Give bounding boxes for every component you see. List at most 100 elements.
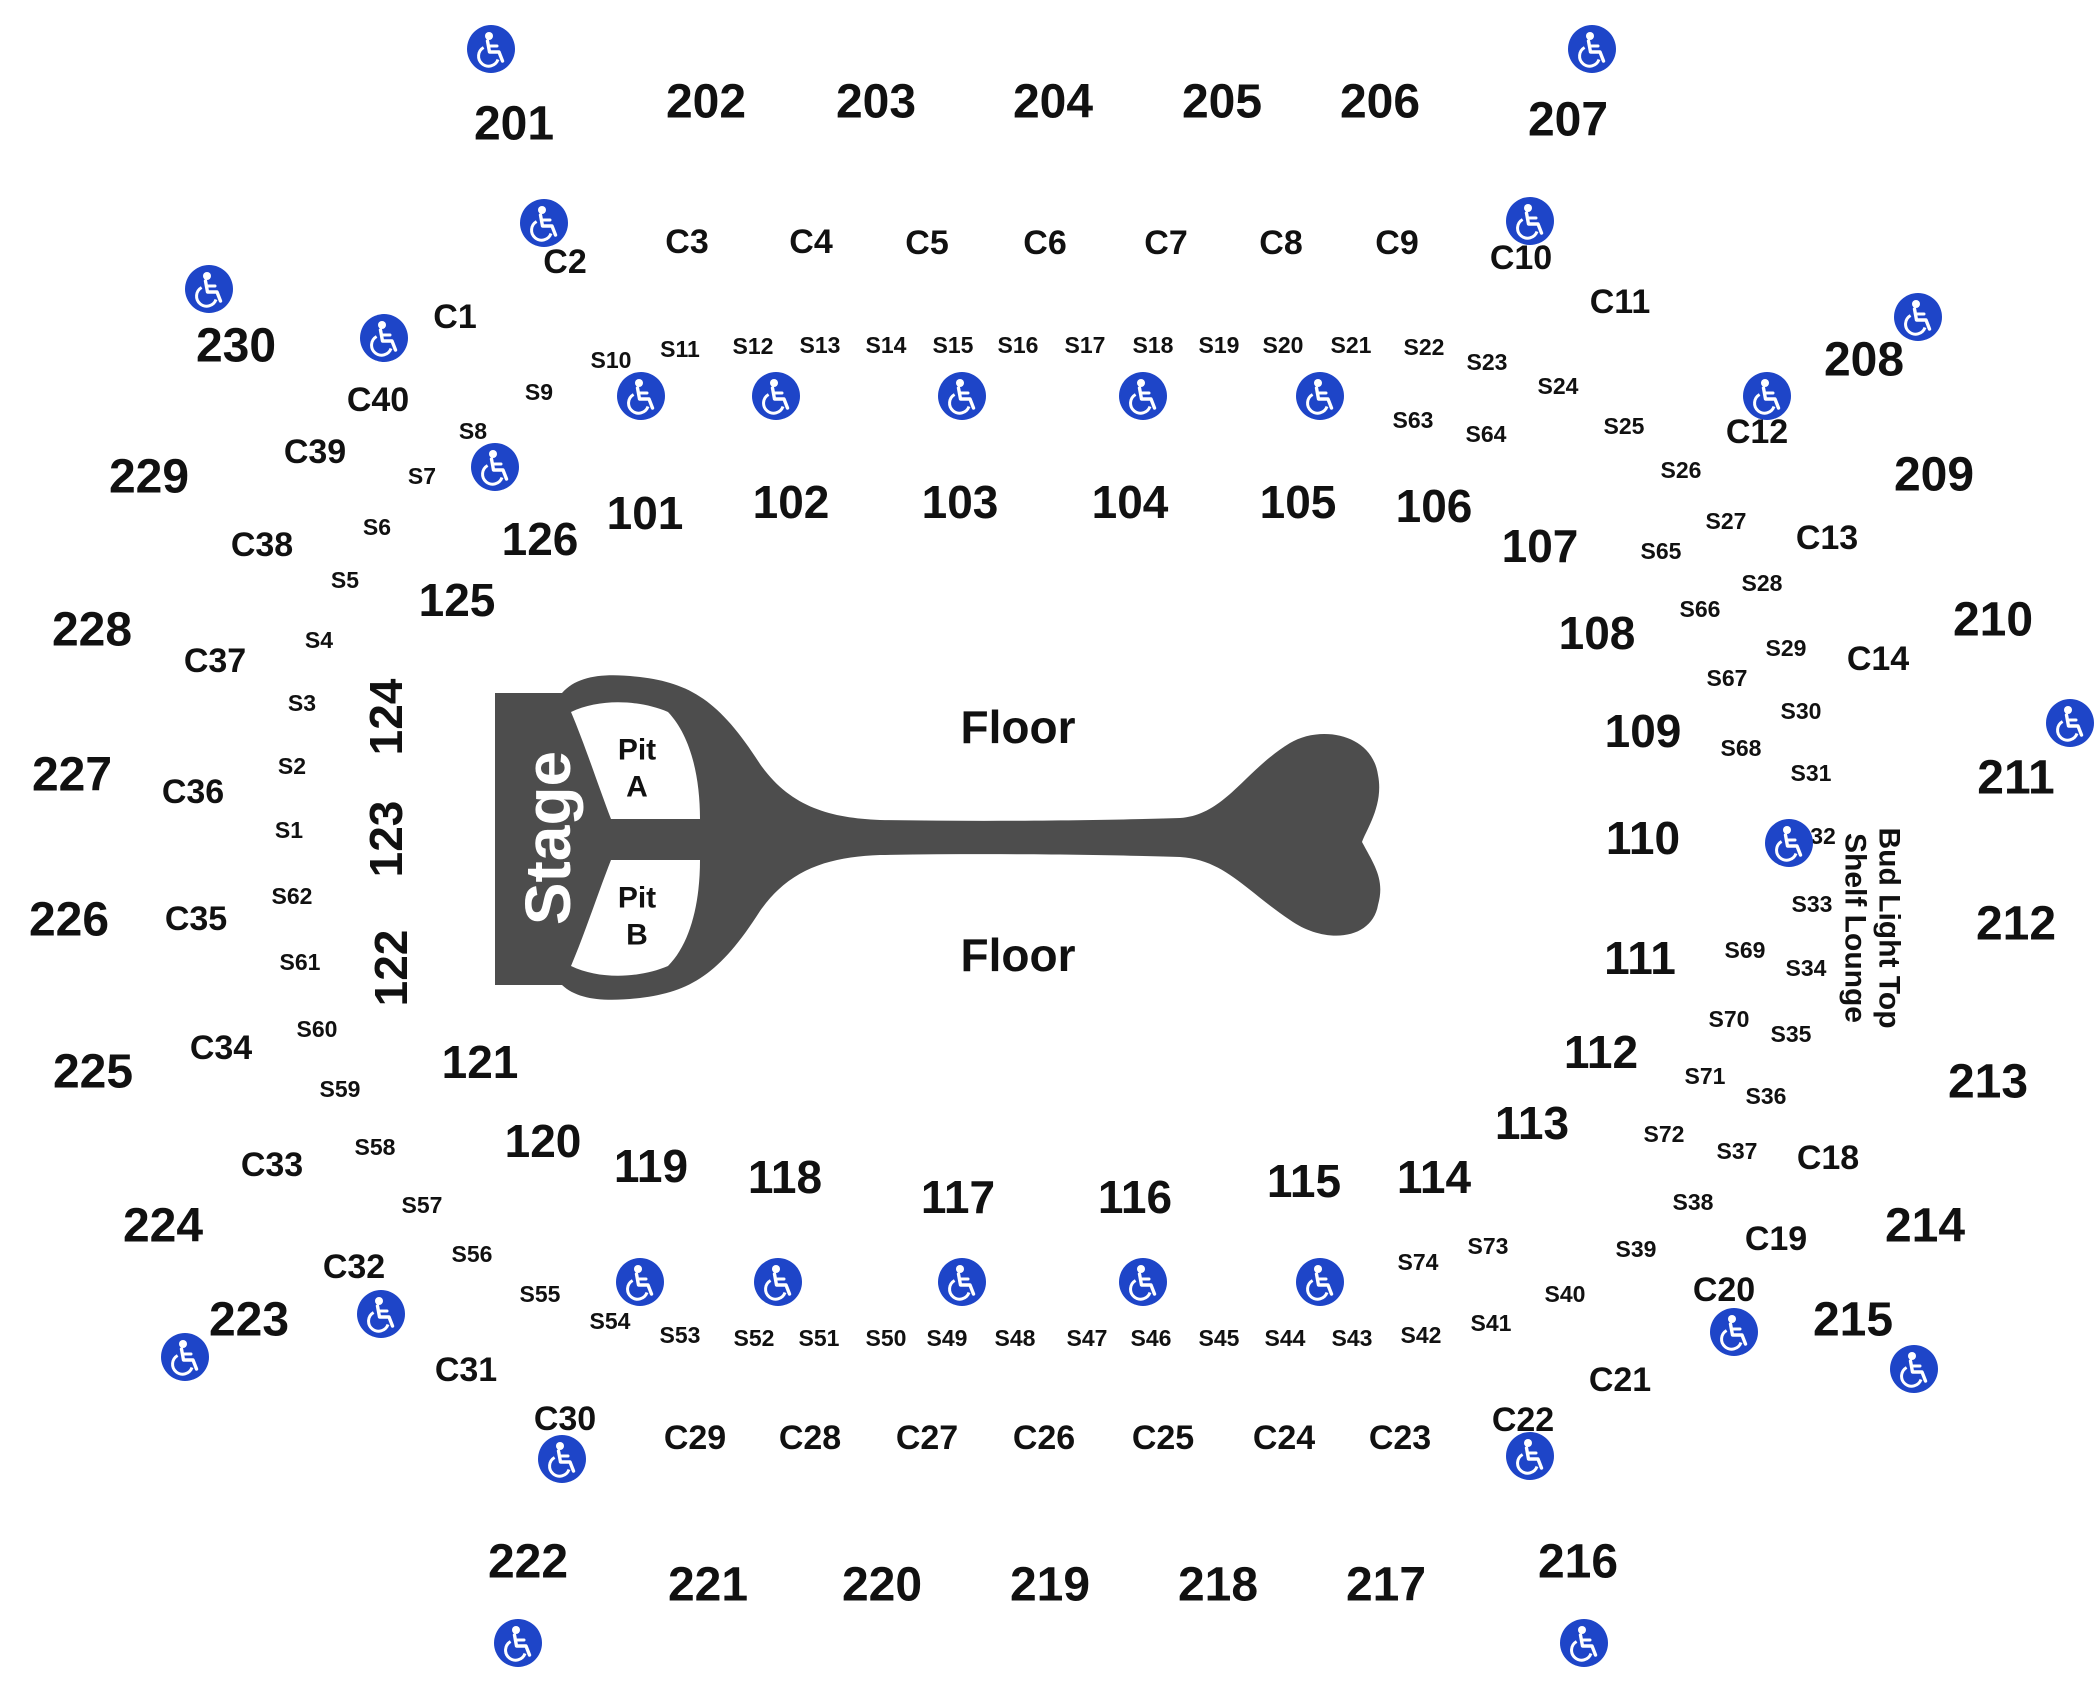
- section-119[interactable]: 119: [614, 1140, 688, 1192]
- section-125[interactable]: 125: [419, 574, 496, 626]
- suite-s70[interactable]: S70: [1709, 1006, 1750, 1032]
- pit-a[interactable]: [571, 702, 700, 819]
- suite-s33[interactable]: S33: [1792, 891, 1833, 917]
- suite-s8[interactable]: S8: [459, 418, 487, 444]
- suite-s47[interactable]: S47: [1067, 1325, 1108, 1351]
- floor-south-label[interactable]: Floor: [961, 929, 1076, 981]
- suite-s50[interactable]: S50: [866, 1325, 907, 1351]
- club-c7[interactable]: C7: [1144, 224, 1187, 262]
- section-106[interactable]: 106: [1396, 480, 1473, 532]
- club-c8[interactable]: C8: [1259, 224, 1302, 262]
- suite-s55[interactable]: S55: [520, 1281, 561, 1307]
- club-c26[interactable]: C26: [1013, 1419, 1075, 1457]
- section-111[interactable]: 111: [1604, 932, 1676, 984]
- club-c4[interactable]: C4: [789, 223, 833, 261]
- section-121[interactable]: 121: [442, 1036, 519, 1088]
- club-c27[interactable]: C27: [896, 1419, 958, 1457]
- suite-s21[interactable]: S21: [1331, 332, 1372, 358]
- section-207[interactable]: 207: [1528, 94, 1608, 147]
- club-c39[interactable]: C39: [284, 433, 346, 471]
- suite-s3[interactable]: S3: [288, 690, 316, 716]
- section-213[interactable]: 213: [1948, 1056, 2028, 1109]
- section-116[interactable]: 116: [1098, 1171, 1172, 1223]
- suite-s52[interactable]: S52: [734, 1325, 775, 1351]
- section-105[interactable]: 105: [1260, 476, 1337, 528]
- section-225[interactable]: 225: [53, 1046, 133, 1099]
- section-212[interactable]: 212: [1976, 898, 2056, 951]
- suite-s65[interactable]: S65: [1641, 538, 1682, 564]
- suite-s36[interactable]: S36: [1746, 1083, 1787, 1109]
- club-c23[interactable]: C23: [1369, 1419, 1431, 1457]
- club-c5[interactable]: C5: [905, 224, 948, 262]
- suite-s69[interactable]: S69: [1725, 937, 1766, 963]
- suite-s49[interactable]: S49: [927, 1325, 968, 1351]
- suite-s48[interactable]: S48: [995, 1325, 1036, 1351]
- section-202[interactable]: 202: [666, 76, 746, 129]
- section-206[interactable]: 206: [1340, 76, 1420, 129]
- suite-s12[interactable]: S12: [733, 333, 774, 359]
- club-c20[interactable]: C20: [1693, 1271, 1755, 1309]
- suite-s14[interactable]: S14: [866, 332, 907, 358]
- suite-s11[interactable]: S11: [660, 336, 700, 362]
- section-117[interactable]: 117: [921, 1171, 995, 1223]
- suite-s53[interactable]: S53: [660, 1322, 701, 1348]
- section-223[interactable]: 223: [209, 1294, 289, 1347]
- section-122[interactable]: 122: [365, 930, 417, 1007]
- suite-s31[interactable]: S31: [1791, 760, 1832, 786]
- section-216[interactable]: 216: [1538, 1536, 1618, 1589]
- section-104[interactable]: 104: [1092, 476, 1169, 528]
- suite-s73[interactable]: S73: [1468, 1233, 1509, 1259]
- suite-s7[interactable]: S7: [408, 463, 436, 489]
- section-218[interactable]: 218: [1178, 1559, 1258, 1612]
- suite-s62[interactable]: S62: [272, 883, 313, 909]
- section-211[interactable]: 211: [1977, 752, 2054, 805]
- suite-s39[interactable]: S39: [1616, 1236, 1657, 1262]
- section-214[interactable]: 214: [1885, 1200, 1965, 1253]
- section-118[interactable]: 118: [748, 1151, 822, 1203]
- suite-s2[interactable]: S2: [278, 753, 306, 779]
- section-201[interactable]: 201: [474, 98, 554, 151]
- suite-s29[interactable]: S29: [1766, 635, 1807, 661]
- suite-s46[interactable]: S46: [1131, 1325, 1172, 1351]
- suite-s60[interactable]: S60: [297, 1016, 338, 1042]
- suite-s9[interactable]: S9: [525, 379, 553, 405]
- suite-s64[interactable]: S64: [1466, 421, 1507, 447]
- suite-s37[interactable]: S37: [1717, 1138, 1758, 1164]
- suite-s56[interactable]: S56: [452, 1241, 493, 1267]
- suite-s5[interactable]: S5: [331, 567, 359, 593]
- section-126[interactable]: 126: [502, 513, 579, 565]
- club-c35[interactable]: C35: [165, 900, 227, 938]
- club-c31[interactable]: C31: [435, 1351, 497, 1389]
- suite-s27[interactable]: S27: [1706, 508, 1747, 534]
- club-c10[interactable]: C10: [1490, 239, 1552, 277]
- club-c1[interactable]: C1: [433, 298, 476, 336]
- club-c12[interactable]: C12: [1726, 413, 1788, 451]
- section-208[interactable]: 208: [1824, 334, 1904, 387]
- suite-s66[interactable]: S66: [1680, 596, 1721, 622]
- suite-s16[interactable]: S16: [998, 332, 1039, 358]
- suite-s74[interactable]: S74: [1398, 1249, 1439, 1275]
- section-203[interactable]: 203: [836, 76, 916, 129]
- suite-s25[interactable]: S25: [1604, 413, 1645, 439]
- section-230[interactable]: 230: [196, 320, 276, 373]
- club-c32[interactable]: C32: [323, 1248, 385, 1286]
- club-c2[interactable]: C2: [543, 243, 586, 281]
- section-108[interactable]: 108: [1559, 607, 1636, 659]
- section-229[interactable]: 229: [109, 451, 189, 504]
- suite-s61[interactable]: S61: [280, 949, 321, 975]
- suite-s35[interactable]: S35: [1771, 1021, 1812, 1047]
- suite-s4[interactable]: S4: [305, 627, 333, 653]
- section-219[interactable]: 219: [1010, 1559, 1090, 1612]
- suite-s41[interactable]: S41: [1471, 1310, 1512, 1336]
- suite-s43[interactable]: S43: [1332, 1325, 1373, 1351]
- section-217[interactable]: 217: [1346, 1559, 1426, 1612]
- section-115[interactable]: 115: [1267, 1155, 1341, 1207]
- section-109[interactable]: 109: [1605, 705, 1682, 757]
- club-c40[interactable]: C40: [347, 381, 409, 419]
- suite-s17[interactable]: S17: [1065, 332, 1106, 358]
- suite-s10[interactable]: S10: [591, 347, 632, 373]
- section-113[interactable]: 113: [1495, 1097, 1569, 1149]
- suite-s13[interactable]: S13: [800, 332, 841, 358]
- club-c24[interactable]: C24: [1253, 1419, 1315, 1457]
- suite-s28[interactable]: S28: [1742, 570, 1783, 596]
